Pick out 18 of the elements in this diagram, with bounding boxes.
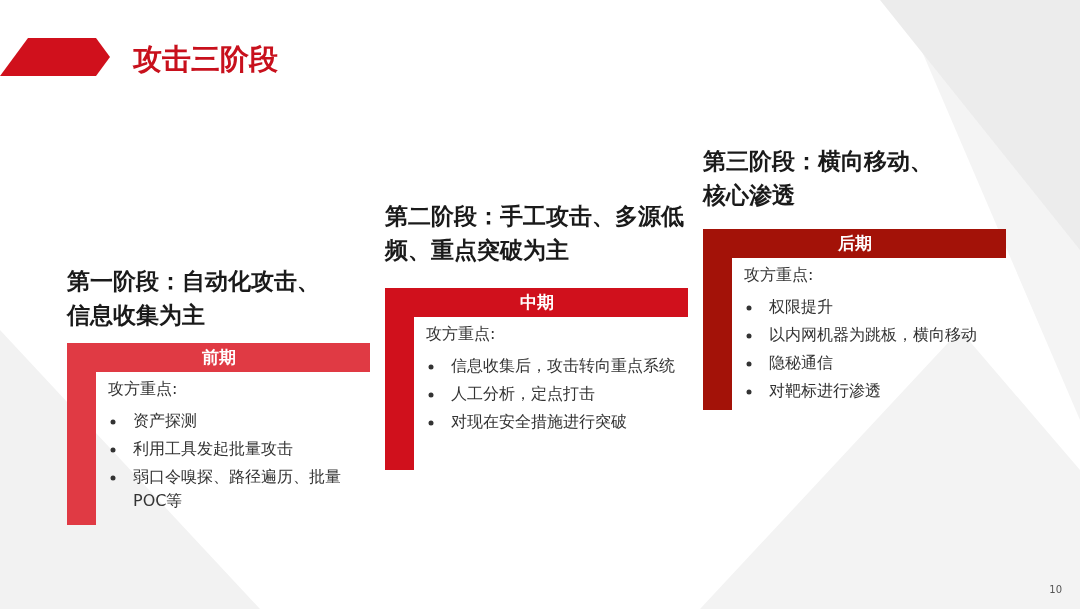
- focus-label: 攻方重点:: [744, 265, 814, 286]
- bullet-text: 隐秘通信: [769, 352, 834, 374]
- bullet-text: 弱口令嗅探、路径遍历、批量 POC等: [133, 466, 342, 512]
- stage-heading: 第一阶段：自动化攻击、信息收集为主: [67, 267, 321, 330]
- focus-label: 攻方重点:: [108, 379, 178, 400]
- bullet-text: 信息收集后，攻击转向重点系统: [451, 355, 676, 377]
- bullet-text: 人工分析，定点打击: [451, 383, 596, 405]
- bullet-text: 以内网机器为跳板，横向移动: [769, 324, 978, 346]
- bullet-text: 权限提升: [769, 296, 834, 318]
- stage-heading: 第三阶段：横向移动、核心渗透: [703, 147, 934, 210]
- title: 攻击三阶段: [133, 41, 278, 78]
- bullet-text: 利用工具发起批量攻击: [133, 438, 294, 460]
- bullet-text: 对现在安全措施进行突破: [451, 411, 628, 433]
- page-number: 10: [1049, 584, 1062, 595]
- bullet-text: 对靶标进行渗透: [769, 380, 882, 402]
- focus-label: 攻方重点:: [426, 324, 496, 345]
- bullet-text: 资产探测: [133, 410, 198, 432]
- stage-heading: 第二阶段：手工攻击、多源低频、重点突破为主: [385, 202, 685, 265]
